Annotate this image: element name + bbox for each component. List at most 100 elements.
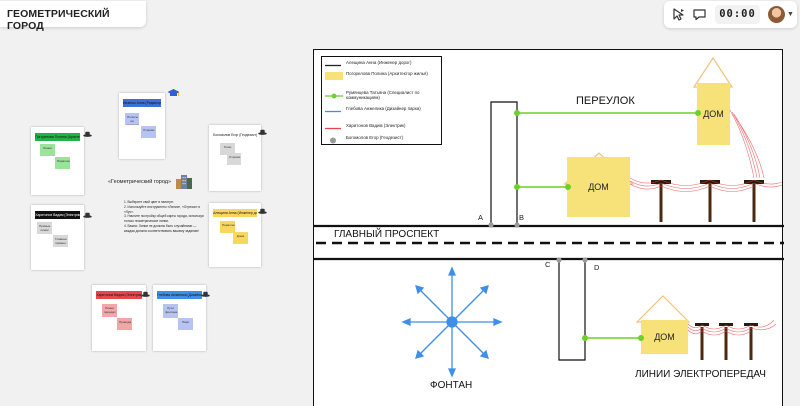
sticky-note[interactable]: Параллельные bbox=[220, 221, 235, 233]
hat-icon bbox=[258, 122, 267, 140]
legend-item: Богомолов Егор (Геодезист) bbox=[325, 135, 439, 144]
frame-header: Погорелова Полина (Архитектор жилья) bbox=[35, 133, 80, 141]
label-lane: ПЕРЕУЛОК bbox=[576, 95, 635, 107]
comm-dot bbox=[638, 335, 644, 341]
hat-icon bbox=[83, 124, 92, 142]
sticky-note[interactable]: Точки bbox=[220, 143, 235, 155]
comment-icon[interactable] bbox=[692, 7, 707, 22]
person-frame[interactable]: Глебова Анжелика (Дизайнер парка) Лучи фо… bbox=[153, 285, 206, 351]
user-avatar[interactable] bbox=[768, 6, 785, 23]
frame-header: Харитонов Вадим (Электрик) bbox=[96, 291, 142, 299]
legend-item: Алещина Анна (Инженер дорог) bbox=[325, 60, 439, 69]
building-icon bbox=[175, 173, 193, 194]
sticky-note[interactable]: Лучи фонтана bbox=[163, 304, 178, 318]
comm-dot bbox=[514, 110, 520, 116]
hat-icon bbox=[83, 205, 92, 223]
legend-label: Глебова Анжелика (Дизайнер парка) bbox=[346, 106, 421, 111]
fountain bbox=[401, 266, 503, 378]
sticky-note[interactable]: Дома bbox=[233, 232, 248, 244]
legend-item: Румянцева Татьяна (Специалист по коммуни… bbox=[325, 90, 439, 100]
sticky-note[interactable]: Полосы на местности bbox=[125, 113, 139, 125]
frame-header: Харитонов Вадим (Электрик) bbox=[35, 211, 80, 219]
legend-label: Богомолов Егор (Геодезист) bbox=[346, 135, 404, 140]
sticky-note[interactable]: Главные прямые bbox=[53, 235, 68, 247]
hat-icon bbox=[141, 284, 150, 302]
instruction-line: «Луч». bbox=[124, 209, 134, 214]
point-a bbox=[488, 222, 494, 228]
house-roof-2 bbox=[692, 56, 734, 88]
comm-dot bbox=[514, 184, 520, 190]
legend-label: Алещина Анна (Инженер дорог) bbox=[346, 60, 412, 65]
instruction-line: 2. Используйте инструменты «Линия», «Отр… bbox=[124, 204, 201, 209]
city-map-frame: Алещина Анна (Инженер дорог) Погорелова П… bbox=[313, 49, 784, 406]
instruction-line: каждая должна соответствовать вашему зад… bbox=[124, 228, 199, 233]
label-main-avenue: ГЛАВНЫЙ ПРОСПЕКТ bbox=[334, 229, 440, 240]
sticky-note[interactable]: Линии bbox=[40, 144, 55, 156]
frame-header: Богомолов Егор (Геодезист) bbox=[213, 131, 257, 139]
sticky-note[interactable]: Провода bbox=[117, 318, 132, 330]
sticky-note[interactable]: Парк bbox=[178, 318, 193, 330]
power-wires-upper bbox=[629, 109, 783, 192]
point-label-a: A bbox=[478, 213, 484, 222]
legend-item: Харитонов Вадим (Электрик) bbox=[325, 123, 439, 132]
cursor-flag-icon[interactable] bbox=[671, 7, 686, 22]
power-poles-lower-caps bbox=[695, 323, 758, 326]
person-frame[interactable]: Ивченко Анна (Редактор) Полосы на местнос… bbox=[119, 93, 165, 159]
point-d bbox=[582, 257, 588, 263]
frame-header: Алещина Анна (Инженер дорог) bbox=[213, 209, 257, 217]
instruction-line: 1. Выберите свой цвет в палитре. bbox=[124, 200, 174, 204]
legend-label: Харитонов Вадим (Электрик) bbox=[346, 123, 406, 128]
power-poles-upper bbox=[659, 184, 756, 222]
house-roof-3 bbox=[635, 295, 691, 323]
legend-label: Погорелова Полина (Архитектор жилья) bbox=[346, 71, 428, 76]
city-map bbox=[314, 56, 784, 378]
point-b bbox=[514, 222, 520, 228]
house-label-3: ДОМ bbox=[654, 332, 675, 342]
comm-dot bbox=[565, 184, 571, 190]
house-3 bbox=[641, 320, 688, 354]
legend-item: Глебова Анжелика (Дизайнер парка) bbox=[325, 106, 439, 115]
chevron-down-icon[interactable]: ▼ bbox=[787, 11, 794, 18]
comm-dot bbox=[582, 335, 588, 341]
point-label-d: D bbox=[594, 263, 600, 272]
point-label-b: B bbox=[519, 213, 525, 222]
hat-icon bbox=[201, 284, 210, 302]
frame-header: Ивченко Анна (Редактор) bbox=[122, 99, 162, 107]
sticky-note[interactable]: Отрезки bbox=[227, 153, 241, 165]
instruction-line: только геометрические линии. bbox=[124, 219, 169, 224]
frame-header: Глебова Анжелика (Дизайнер парка) bbox=[157, 291, 202, 299]
point-c bbox=[556, 257, 562, 263]
legend-item: Погорелова Полина (Архитектор жилья) bbox=[325, 71, 439, 80]
power-wires-lower bbox=[687, 319, 777, 336]
lane-lower bbox=[558, 261, 586, 361]
label-fountain: ФОНТАН bbox=[430, 380, 473, 391]
house-label-2: ДОМ bbox=[703, 109, 724, 119]
sticky-note[interactable]: Линии передач bbox=[102, 304, 117, 317]
instruction-line: 3. Начните постройку общей карты города,… bbox=[124, 214, 204, 219]
point-label-c: C bbox=[545, 260, 551, 269]
board-title[interactable]: ГЕОМЕТРИЧЕСКИЙ ГОРОД bbox=[0, 1, 146, 32]
house-2 bbox=[697, 83, 730, 145]
house-label-1: ДОМ bbox=[588, 182, 609, 192]
comm-dot bbox=[695, 110, 701, 116]
house-1 bbox=[567, 157, 630, 217]
top-toolbar: 00:00 ▼ bbox=[664, 1, 797, 28]
sticky-note[interactable]: Прямые линии bbox=[37, 222, 52, 234]
hat-icon bbox=[258, 201, 267, 219]
overview-title: «Геометрический город» bbox=[108, 179, 172, 185]
legend-label: Румянцева Татьяна (Специалист по коммуни… bbox=[346, 90, 420, 100]
person-frame[interactable]: Погорелова Полина (Архитектор жилья) Лини… bbox=[31, 127, 84, 195]
sticky-note[interactable]: Параллельные bbox=[55, 157, 70, 169]
sticky-note[interactable]: Отрезки bbox=[141, 126, 156, 138]
label-power-lines: ЛИНИИ ЭЛЕКТРОПЕРЕДАЧ bbox=[635, 369, 766, 380]
lane-upper bbox=[490, 101, 518, 224]
timer[interactable]: 00:00 bbox=[715, 5, 760, 24]
power-poles-lower bbox=[700, 327, 753, 360]
power-poles-upper-caps bbox=[651, 180, 764, 184]
instructions: 1. Выберите свой цвет в палитре.2. Испол… bbox=[124, 200, 206, 234]
graduation-cap-icon bbox=[167, 85, 180, 103]
person-frame[interactable]: Алещина Анна (Инженер дорог) Параллельные… bbox=[209, 203, 261, 267]
